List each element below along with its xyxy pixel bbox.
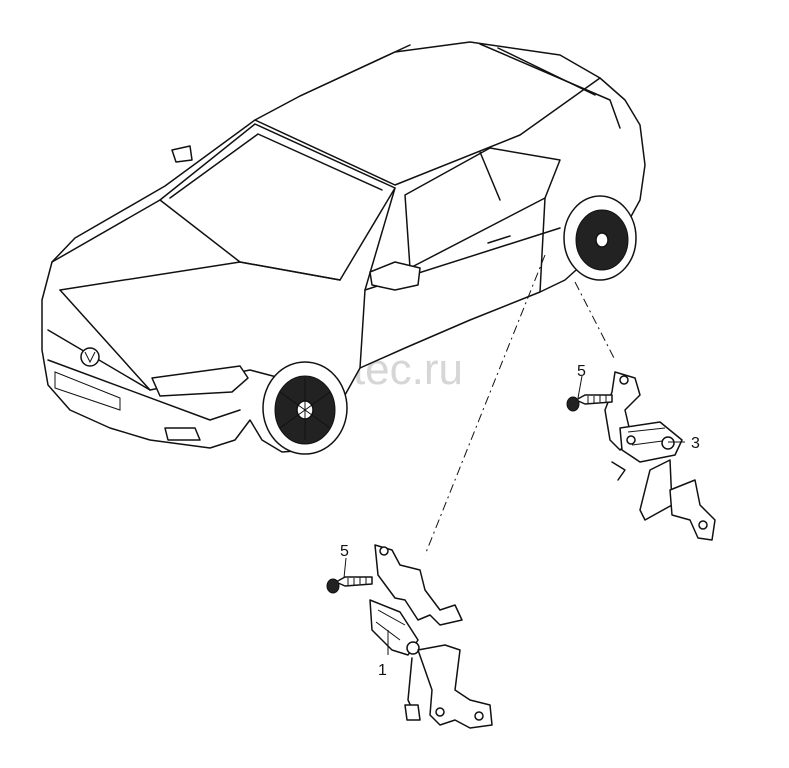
callout-label-1: 1 — [378, 662, 387, 679]
callout-label-3: 3 — [691, 435, 700, 452]
level-sensor-front — [369, 544, 493, 729]
leader-line-front — [424, 254, 546, 556]
leader-line-rear — [574, 281, 616, 361]
callout-label-5-upper: 5 — [577, 363, 586, 380]
screw-upper — [566, 375, 613, 412]
screw-lower — [326, 557, 373, 594]
callout-label-5-lower: 5 — [340, 543, 349, 560]
level-sensor-rear — [604, 371, 716, 541]
car-illustration — [41, 41, 646, 455]
